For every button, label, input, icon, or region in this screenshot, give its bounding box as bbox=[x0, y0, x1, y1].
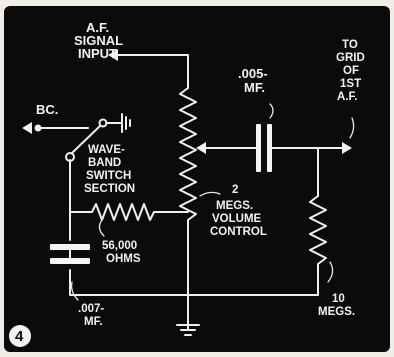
bypass-cap-plate-top bbox=[50, 244, 90, 250]
bc-terminal bbox=[34, 124, 42, 132]
label-007: .007- bbox=[78, 303, 104, 315]
label-grid-1st: 1ST bbox=[340, 78, 361, 90]
switch-blade bbox=[71, 125, 101, 154]
pointer-007 bbox=[70, 281, 79, 301]
label-bc: BC. bbox=[36, 102, 58, 117]
input-arrow bbox=[108, 49, 118, 61]
label-switch-2: BAND bbox=[88, 157, 121, 169]
label-switch-3: SWITCH bbox=[86, 170, 131, 182]
label-10: 10 bbox=[332, 293, 345, 305]
bc-arrow bbox=[22, 122, 32, 134]
pointer-2megs bbox=[199, 191, 221, 197]
bypass-cap-plate-bottom bbox=[50, 258, 90, 264]
label-signal-input-3: INPUT bbox=[78, 46, 117, 61]
label-signal-input-2: SIGNAL bbox=[74, 33, 123, 48]
capacitor-plate-left bbox=[256, 124, 261, 172]
label-005-mf: MF. bbox=[244, 80, 265, 95]
label-grid-af: A.F. bbox=[337, 91, 357, 103]
label-007-mf: MF. bbox=[84, 316, 103, 328]
label-56000: 56,000 bbox=[102, 240, 137, 252]
wire-cap-bottom bbox=[69, 269, 189, 296]
volume-control-pot bbox=[179, 81, 197, 229]
switch-ground-symbol bbox=[121, 113, 131, 133]
label-005: .005- bbox=[238, 66, 268, 81]
pointer-56000 bbox=[98, 219, 105, 237]
arrow-coupling-pointer bbox=[269, 103, 274, 119]
pot-wiper-arrow bbox=[196, 142, 206, 154]
label-grid-of: OF bbox=[343, 65, 359, 77]
label-switch-4: SECTION bbox=[84, 183, 135, 195]
pointer-10megs bbox=[327, 261, 334, 283]
wire-input bbox=[117, 54, 189, 83]
label-vol-volume: VOLUME bbox=[212, 213, 262, 225]
resistor-10-megs bbox=[309, 195, 327, 283]
figure-number-badge bbox=[9, 325, 31, 347]
label-signal-input-1: A.F. bbox=[86, 20, 109, 35]
switch-terminal-left bbox=[65, 152, 75, 162]
capacitor-plate-right bbox=[267, 124, 272, 172]
resistor-56000 bbox=[85, 203, 189, 221]
label-grid-grid: GRID bbox=[336, 52, 365, 64]
label-vol-2: 2 bbox=[232, 184, 238, 196]
label-vol-control: CONTROL bbox=[210, 226, 267, 238]
panel-background bbox=[4, 6, 390, 352]
pointer-grid bbox=[349, 117, 355, 139]
figure-number: 4 bbox=[15, 328, 24, 345]
grid-arrow bbox=[342, 142, 352, 154]
label-ohms: OHMS bbox=[106, 253, 141, 265]
label-vol-megs: MEGS. bbox=[216, 200, 253, 212]
label-10-megs: MEGS. bbox=[318, 306, 355, 318]
wire-grid-res-bottom bbox=[187, 281, 319, 296]
label-switch-1: WAVE- bbox=[88, 144, 125, 156]
label-grid-to: TO bbox=[342, 39, 358, 51]
